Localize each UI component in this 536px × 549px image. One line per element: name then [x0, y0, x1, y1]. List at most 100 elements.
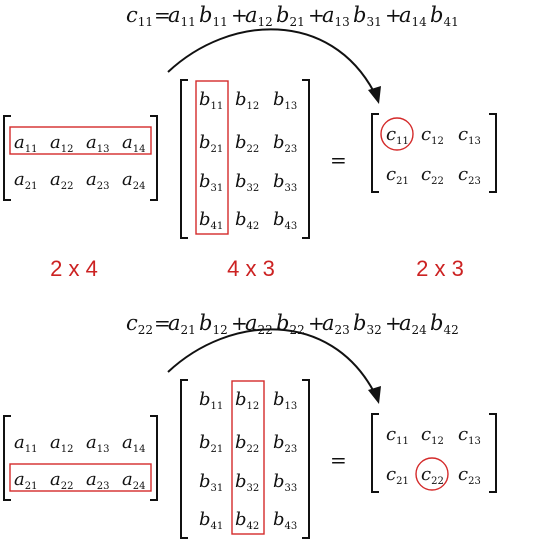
matrix-c-cell: c21: [386, 464, 409, 487]
matrix-b-cell: b41: [199, 209, 223, 232]
highlight-row-a: [9, 463, 152, 492]
matrix-a-cell: a24: [122, 169, 145, 192]
matrix-c: c11 c12 c13 c21 c22 c23: [371, 113, 497, 193]
formula-plus: +: [308, 3, 325, 27]
formula-term: b31: [353, 3, 382, 29]
formula-plus: +: [308, 311, 325, 335]
highlight-col-b: [231, 380, 265, 535]
matrix-b-cell: b31: [199, 171, 223, 194]
matrix-a-cell: a22: [50, 169, 73, 192]
matrix-b-cell: b41: [199, 509, 223, 532]
equals-sign: =: [330, 148, 347, 172]
matrix-c-cell: c22: [421, 164, 444, 187]
arrow-head: [368, 386, 381, 404]
formula-term: b41: [430, 3, 459, 29]
formula-plus: +: [231, 311, 248, 335]
matrix-b-cell: b31: [199, 471, 223, 494]
arrow-curve: [167, 28, 375, 93]
bracket-left: [180, 379, 188, 539]
bracket-right: [489, 413, 497, 493]
matrix-c-cell: c13: [458, 124, 481, 147]
matrix-c-cell: c11: [386, 424, 409, 447]
formula-term: c22: [126, 311, 153, 337]
matrix-a-cell: a21: [14, 169, 37, 192]
matrix-a-cell: a12: [50, 432, 73, 455]
matrix-b-cell: b32: [235, 171, 259, 194]
matrix-b-cell: b23: [273, 432, 297, 455]
formula-term: a11: [168, 3, 196, 29]
dimension-label: 2 x 4: [50, 256, 98, 281]
arrow-curve: [167, 328, 375, 393]
formula-term: b12: [199, 311, 228, 337]
matrix-b-cell: b33: [273, 171, 297, 194]
formula-plus: +: [231, 3, 248, 27]
matrix-c-cell: c23: [458, 164, 481, 187]
matrix-a-cell: a14: [122, 132, 145, 155]
formula-term: a24: [399, 311, 427, 337]
matrix-a-cell: a11: [14, 432, 37, 455]
matrix-b-cell: b12: [235, 89, 259, 112]
bracket-left: [3, 415, 11, 501]
matrix-a-cell: a22: [50, 469, 73, 492]
formula-term: a14: [399, 3, 427, 29]
highlight-cell-c: [380, 117, 414, 151]
matrix-c-cell: c12: [421, 124, 444, 147]
matrix-b-cell: b43: [273, 509, 297, 532]
matrix-a-cell: a24: [122, 469, 145, 492]
dimension-label: 2 x 3: [416, 256, 464, 281]
matrix-b-cell: b42: [235, 209, 259, 232]
matrix-c-cell: c13: [458, 424, 481, 447]
formula-term: a23: [322, 311, 350, 337]
highlight-cell-c: [415, 457, 449, 491]
formula-term: c11: [126, 3, 153, 29]
matrix-b-cell: b11: [199, 389, 223, 412]
matrix-a-cell: a23: [86, 169, 109, 192]
bracket-right: [150, 415, 158, 501]
dimension-label: 4 x 3: [227, 256, 275, 281]
equals-sign: =: [330, 448, 347, 472]
formula-term: a13: [322, 3, 350, 29]
matrix-c-cell: c12: [421, 424, 444, 447]
matrix-c-cell: c23: [458, 464, 481, 487]
formula-term: a12: [245, 3, 273, 29]
highlight-col-b: [195, 80, 229, 235]
matrix-a-cell: a21: [14, 469, 37, 492]
highlight-row-a: [9, 126, 152, 155]
matrix-b-cell: b42: [235, 509, 259, 532]
formula-term: b42: [430, 311, 459, 337]
bracket-right: [489, 113, 497, 193]
matrix-b-cell: b33: [273, 471, 297, 494]
bracket-right: [302, 79, 310, 239]
matrix-c-cell: c11: [386, 124, 409, 147]
formula-plus: +: [385, 3, 402, 27]
matrix-a-cell: a13: [86, 132, 109, 155]
matrix-b-cell: b13: [273, 89, 297, 112]
matrix-a-cell: a11: [14, 132, 37, 155]
formula-plus: +: [385, 311, 402, 335]
bracket-right: [150, 115, 158, 201]
formula-equals: =: [154, 311, 171, 335]
matrix-b-cell: b21: [199, 132, 223, 155]
matrix-b-cell: b43: [273, 209, 297, 232]
matrix-b-cell: b21: [199, 432, 223, 455]
matrix-b-cell: b32: [235, 471, 259, 494]
matrix-b-cell: b13: [273, 389, 297, 412]
bracket-left: [371, 413, 379, 493]
formula-term: b11: [199, 3, 228, 29]
formula-term: b32: [353, 311, 382, 337]
matrix-a-cell: a23: [86, 469, 109, 492]
bracket-left: [180, 79, 188, 239]
matrix-c-cell: c21: [386, 164, 409, 187]
arrow-head: [368, 86, 381, 104]
matrix-b-cell: b11: [199, 89, 223, 112]
